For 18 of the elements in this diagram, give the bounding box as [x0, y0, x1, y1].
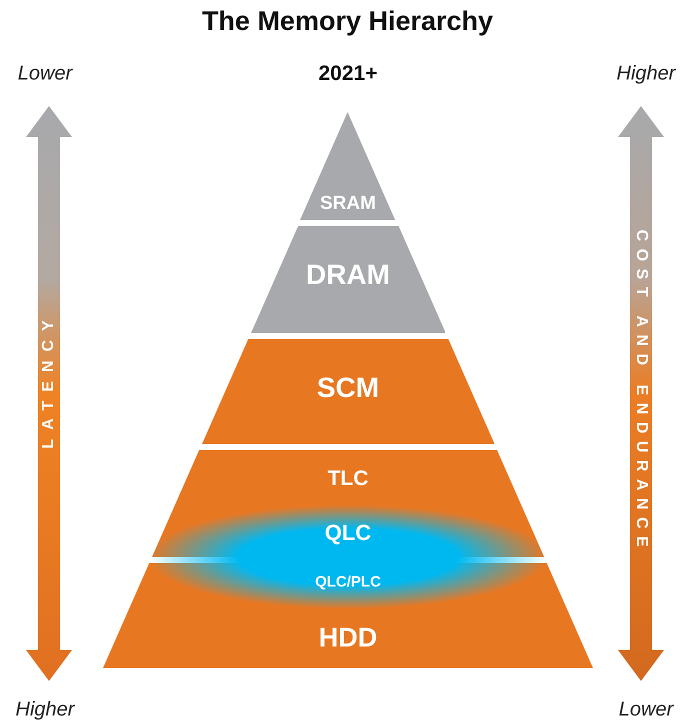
pyramid-layer — [202, 339, 494, 444]
pyramid-layer — [250, 226, 446, 333]
pyramid-layer — [300, 112, 396, 220]
axis-label: COST AND ENDURANCE — [632, 230, 650, 554]
layer-label: TLC — [328, 467, 368, 491]
scale-label: 2021+ — [318, 62, 378, 86]
axis-label: LATENCY — [40, 311, 58, 449]
layer-label: QLC/PLC — [315, 574, 381, 590]
scale-label: Lower — [618, 698, 674, 722]
layer-label: SRAM — [320, 193, 376, 215]
scale-label: Higher — [616, 62, 676, 86]
scale-label: Lower — [18, 62, 72, 86]
layer-label: QLC — [324, 520, 372, 546]
layer-label: SCM — [316, 372, 380, 404]
layer-label: DRAM — [306, 259, 390, 291]
scale-label: Higher — [16, 698, 74, 722]
layer-label: HDD — [318, 622, 378, 654]
title: The Memory Hierarchy — [200, 6, 494, 37]
